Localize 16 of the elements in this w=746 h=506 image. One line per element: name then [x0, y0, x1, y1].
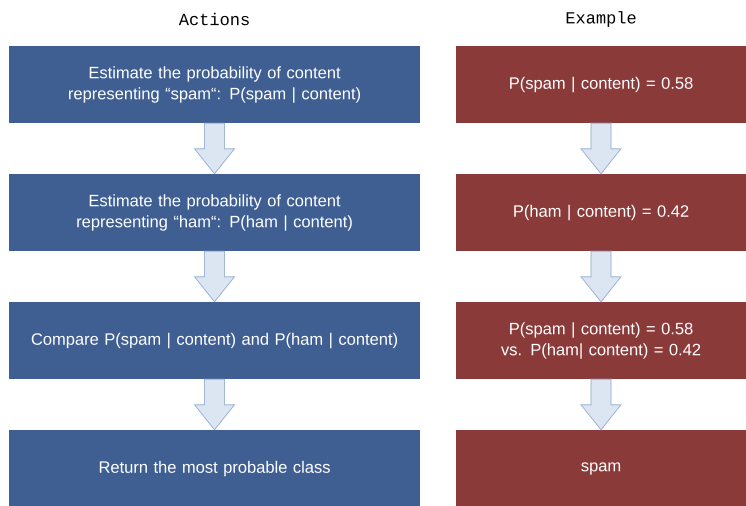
block-arrow: [194, 378, 236, 430]
block-arrow: [580, 378, 622, 430]
column-heading: Actions: [178, 12, 249, 26]
block-arrow: [194, 122, 236, 174]
process-box: Estimate the probability of content representing “ham“: P(ham | content): [9, 174, 420, 251]
process-box: Estimate the probability of content representing “spam“: P(spam | content): [9, 46, 420, 123]
block-arrow: [580, 122, 622, 174]
process-box: spam: [456, 430, 746, 506]
process-box: P(spam | content) = 0.58 vs. P(ham| content) = 0.42: [456, 302, 746, 379]
block-arrow: [194, 250, 236, 302]
column-heading: Example: [566, 11, 636, 27]
process-box: Compare P(spam | content) and P(ham | content): [9, 302, 420, 379]
block-arrow: [580, 250, 622, 302]
process-box: Return the most probable class: [9, 430, 420, 506]
process-box: P(spam | content) = 0.58: [456, 46, 746, 123]
process-box: P(ham | content) = 0.42: [456, 174, 746, 251]
